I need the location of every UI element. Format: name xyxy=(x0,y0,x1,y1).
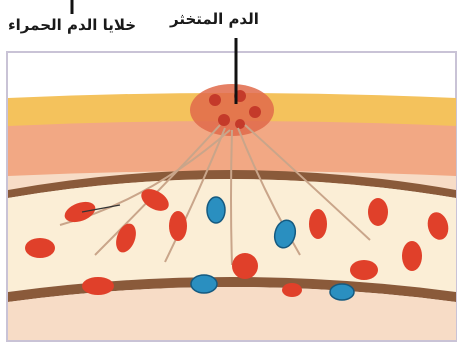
red-blood-cells-label: خلايا الدم الحمراء xyxy=(8,18,136,33)
clotted-blood-label: الدم المتخثر xyxy=(170,12,259,27)
clot-mass xyxy=(190,84,274,136)
tissue-bottom xyxy=(8,287,456,340)
